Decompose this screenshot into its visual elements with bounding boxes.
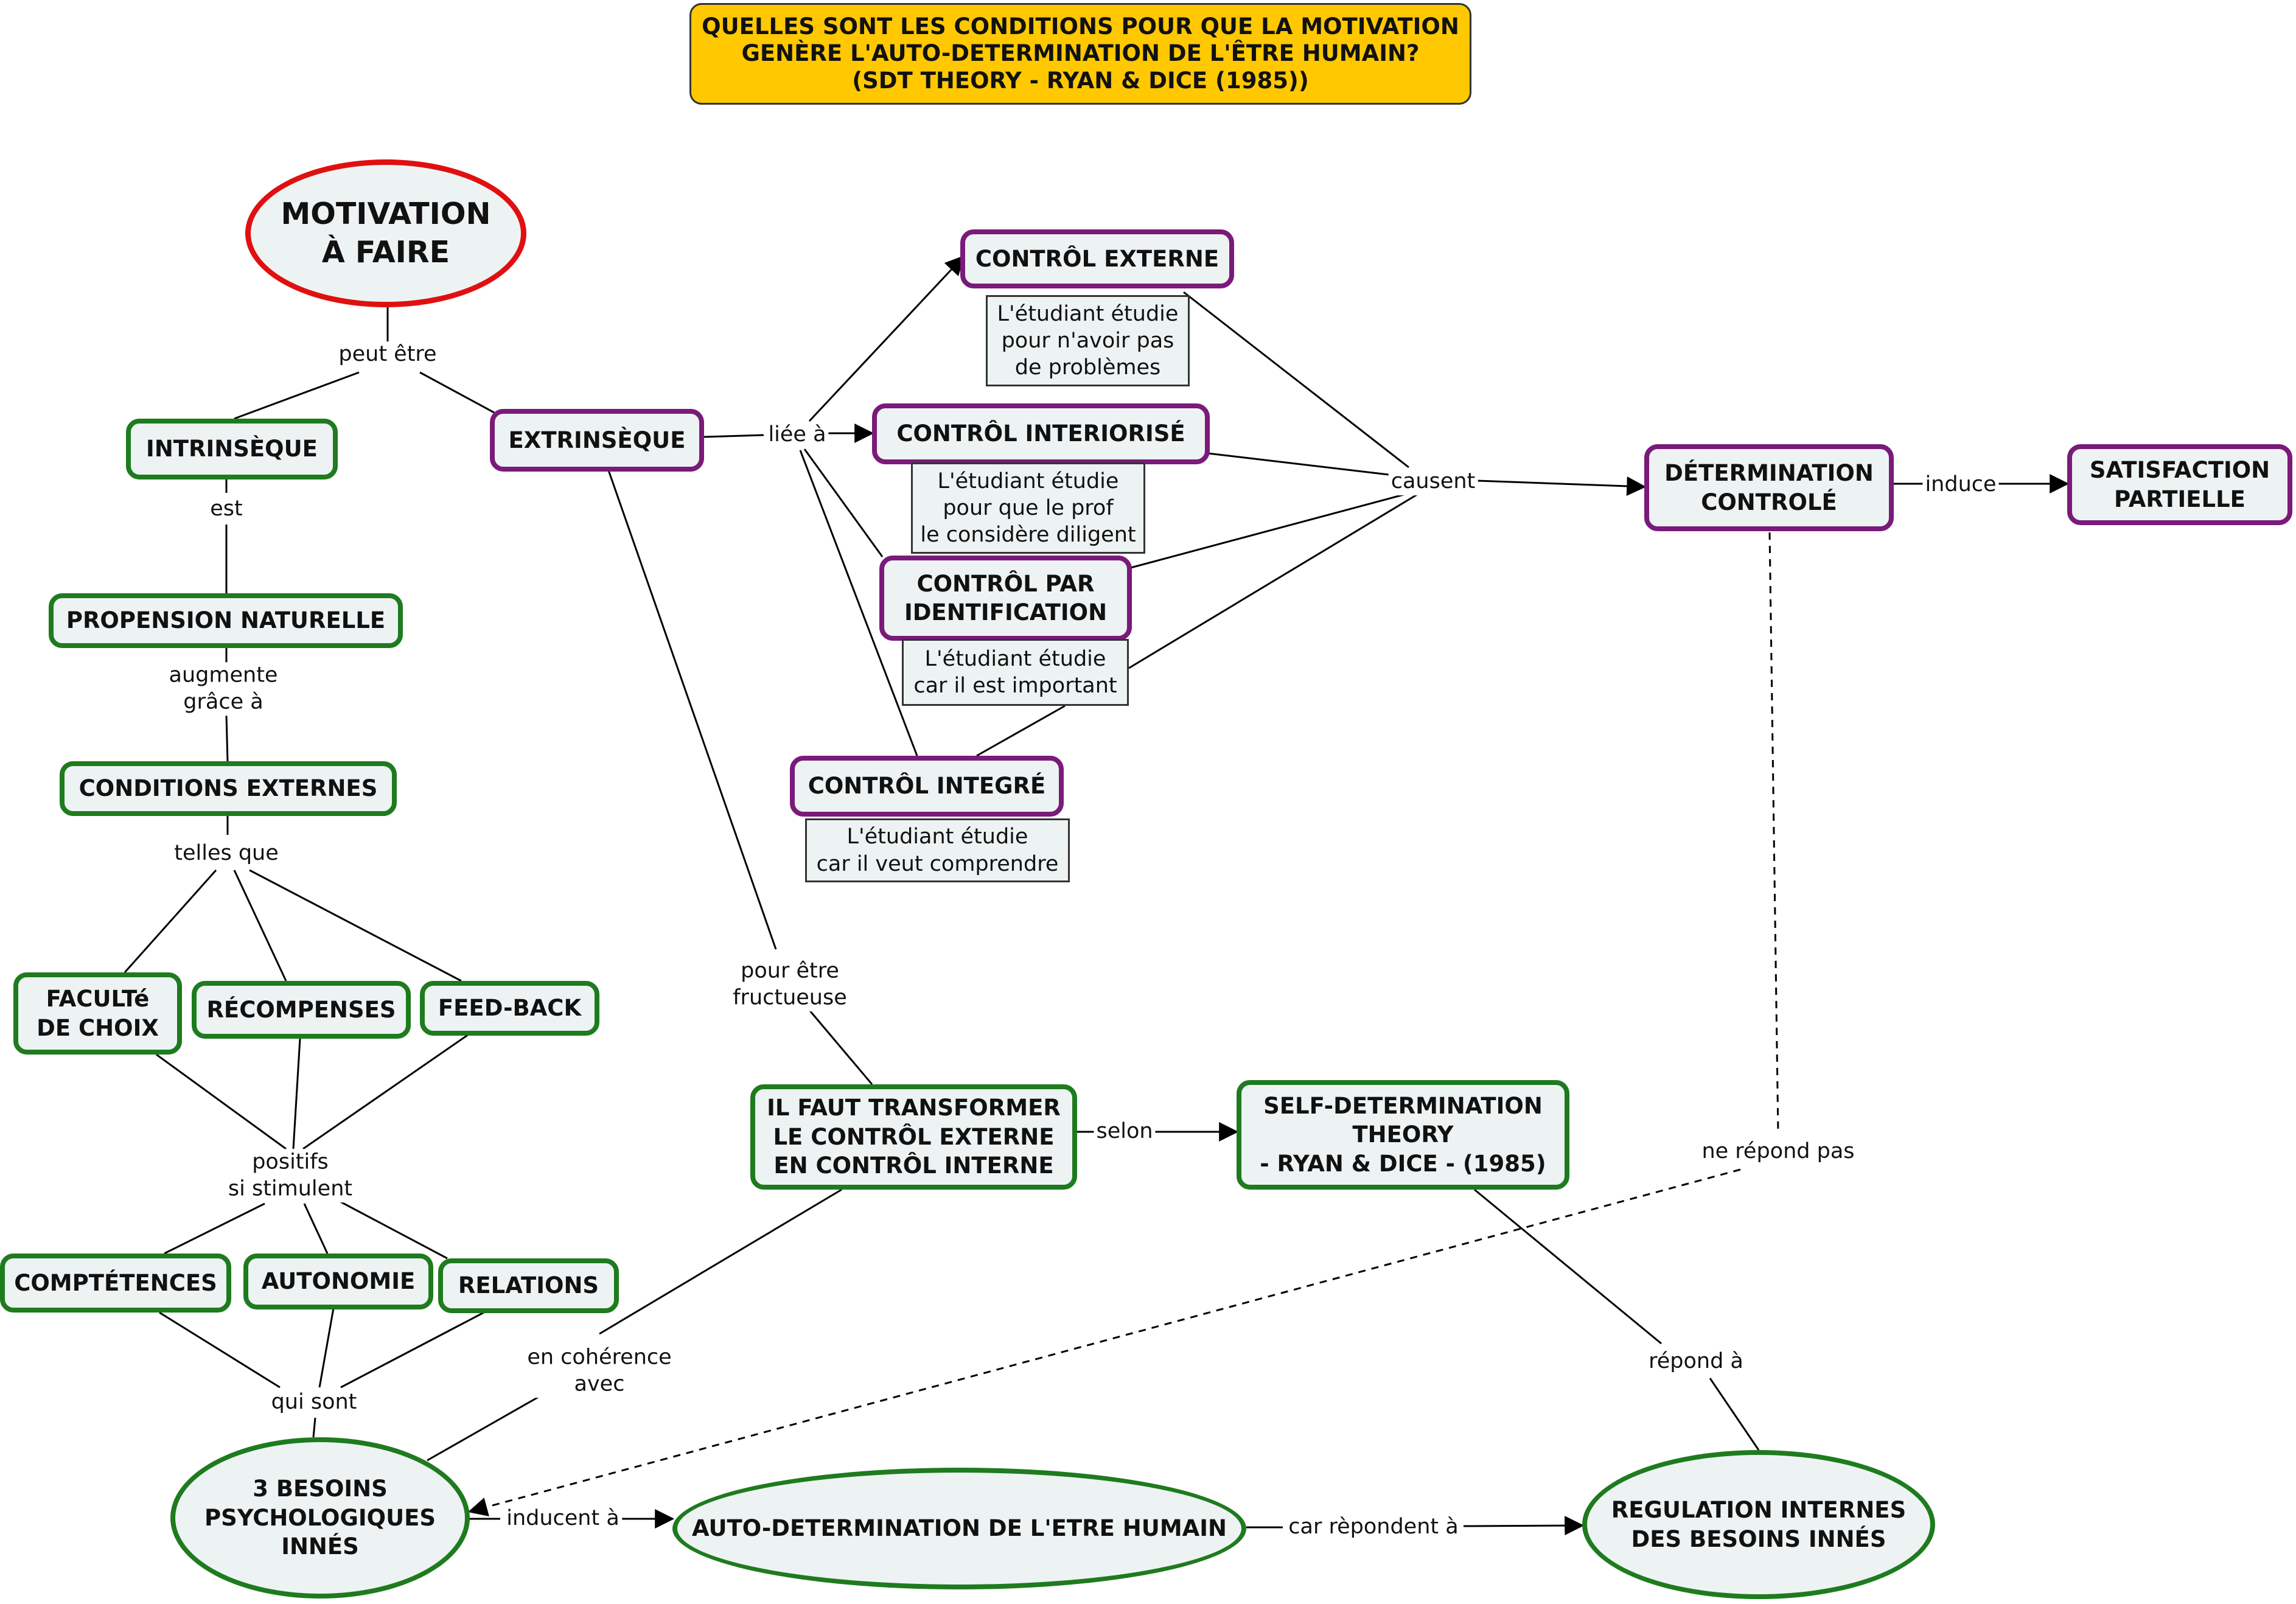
edge-determination-ne-repond <box>1768 532 1779 1134</box>
edge-feedback-positifs <box>302 1033 469 1150</box>
edge-augmente-conditions <box>225 714 229 762</box>
edge-repond-a-regulation <box>1709 1378 1760 1451</box>
note-ctrl-externe: L'étudiant étudie pour n'avoir pas de pr… <box>986 295 1190 386</box>
autonomie-node: AUTONOMIE <box>243 1254 433 1309</box>
edge-liee-a-ctrl-integre <box>799 450 918 756</box>
edge-telles-que-recompenses <box>233 870 287 982</box>
satisfaction-node: SATISFACTION PARTIELLE <box>2067 444 2292 525</box>
edge-telles-que-feedback <box>249 869 462 982</box>
edge-qui-sont-besoins <box>312 1417 316 1438</box>
edge-transformer-en-coherence <box>599 1188 842 1335</box>
edge-ne-repond-besoins <box>467 1168 1741 1516</box>
edge-positifs-relations <box>334 1198 448 1260</box>
link-en-coherence: en cohérence avec <box>525 1344 674 1398</box>
edge-positifs-autonomie <box>303 1203 329 1254</box>
recompenses-node: RÉCOMPENSES <box>192 981 411 1039</box>
sdt-node: SELF-DETERMINATION THEORY - RYAN & DICE … <box>1237 1080 1569 1190</box>
ctrl-identification-node: CONTRÔL PAR IDENTIFICATION <box>879 556 1132 641</box>
edge-en-coherence-besoins <box>427 1392 545 1462</box>
edge-liee-a-ctrl-externe <box>808 255 965 422</box>
ctrl-interiorise-node: CONTRÔL INTERIORISÉ <box>872 403 1210 464</box>
link-est: est <box>208 496 245 523</box>
edge-ctrl-interiorise-causent <box>1207 452 1389 476</box>
link-augmente: augmente grâce à <box>166 662 281 716</box>
link-qui-sont: qui sont <box>268 1389 360 1416</box>
link-selon: selon <box>1094 1118 1156 1145</box>
edge-pour-etre-transformer <box>808 1009 873 1085</box>
link-inducent-a: inducent à <box>504 1505 622 1532</box>
link-pour-etre: pour être fructueuse <box>730 958 850 1011</box>
autodet-node: AUTO-DETERMINATION DE L'ETRE HUMAIN <box>672 1468 1246 1589</box>
propension-node: PROPENSION NATURELLE <box>49 593 403 648</box>
ctrl-integre-node: CONTRÔL INTEGRÉ <box>790 756 1064 817</box>
intrinseque-node: INTRINSÈQUE <box>126 419 338 479</box>
edge-peut-etre-extrinseque <box>419 371 495 414</box>
edge-relations-qui-sont <box>340 1311 484 1389</box>
edge-ctrl-integre-note-identification <box>976 705 1066 757</box>
edge-telles-que-faculte <box>124 870 217 973</box>
edge-liee-a-ctrl-identification <box>803 448 884 557</box>
ctrl-externe-node: CONTRÔL EXTERNE <box>960 229 1234 288</box>
link-causent: causent <box>1388 469 1478 495</box>
note-ctrl-interiorise: L'étudiant étudie pour que le prof le co… <box>911 462 1145 554</box>
edge-faculte-positifs <box>156 1053 287 1150</box>
relations-node: RELATIONS <box>438 1258 619 1313</box>
edge-competences-qui-sont <box>159 1311 281 1389</box>
link-positifs: positifs si stimulent <box>225 1149 355 1202</box>
link-repond-a: répond à <box>1646 1348 1746 1375</box>
edge-autonomie-qui-sont <box>318 1308 335 1388</box>
edge-sdt-repond-a <box>1474 1188 1662 1345</box>
competences-node: COMPTÉTENCES <box>0 1254 231 1313</box>
edge-positifs-competences <box>164 1202 265 1255</box>
edge-extrinseque-pour-etre <box>607 470 777 950</box>
regulation-node: REGULATION INTERNES DES BESOINS INNÉS <box>1582 1450 1935 1599</box>
link-peut-etre: peut être <box>336 341 439 368</box>
edge-causent-determination <box>1477 476 1647 496</box>
edge-extrinseque-liee-a <box>703 434 764 438</box>
link-ne-repond-pas: ne répond pas <box>1699 1138 1857 1165</box>
link-induce: induce <box>1922 472 1999 498</box>
extrinseque-node: EXTRINSÈQUE <box>490 409 704 472</box>
motivation-node: MOTIVATION À FAIRE <box>245 159 526 307</box>
edge-peut-etre-intrinseque <box>234 371 360 420</box>
note-ctrl-integre: L'étudiant étudie car il veut comprendre <box>805 818 1070 882</box>
determination-node: DÉTERMINATION CONTROLÉ <box>1644 444 1894 531</box>
faculte-node: FACULTé DE CHOIX <box>13 972 182 1055</box>
edge-note-identification-causent <box>1128 493 1418 669</box>
note-ctrl-identification: L'étudiant étudie car il est important <box>902 639 1129 706</box>
edge-ctrl-externe-causent <box>1183 291 1409 469</box>
edge-ctrl-identification-causent <box>1130 493 1406 569</box>
transformer-node: IL FAUT TRANSFORMER LE CONTRÔL EXTERNE E… <box>750 1084 1077 1190</box>
edge-recompenses-positifs <box>292 1038 301 1149</box>
besoins-node: 3 BESOINS PSYCHOLOGIQUES INNÉS <box>170 1437 470 1599</box>
link-liee-a: liée à <box>766 422 829 448</box>
map-title: QUELLES SONT LES CONDITIONS POUR QUE LA … <box>689 3 1471 105</box>
link-car-repondent: car rèpondent à <box>1286 1514 1461 1541</box>
conditions-externes-node: CONDITIONS EXTERNES <box>60 761 397 816</box>
link-telles-que: telles que <box>172 840 281 867</box>
feedback-node: FEED-BACK <box>420 981 599 1036</box>
